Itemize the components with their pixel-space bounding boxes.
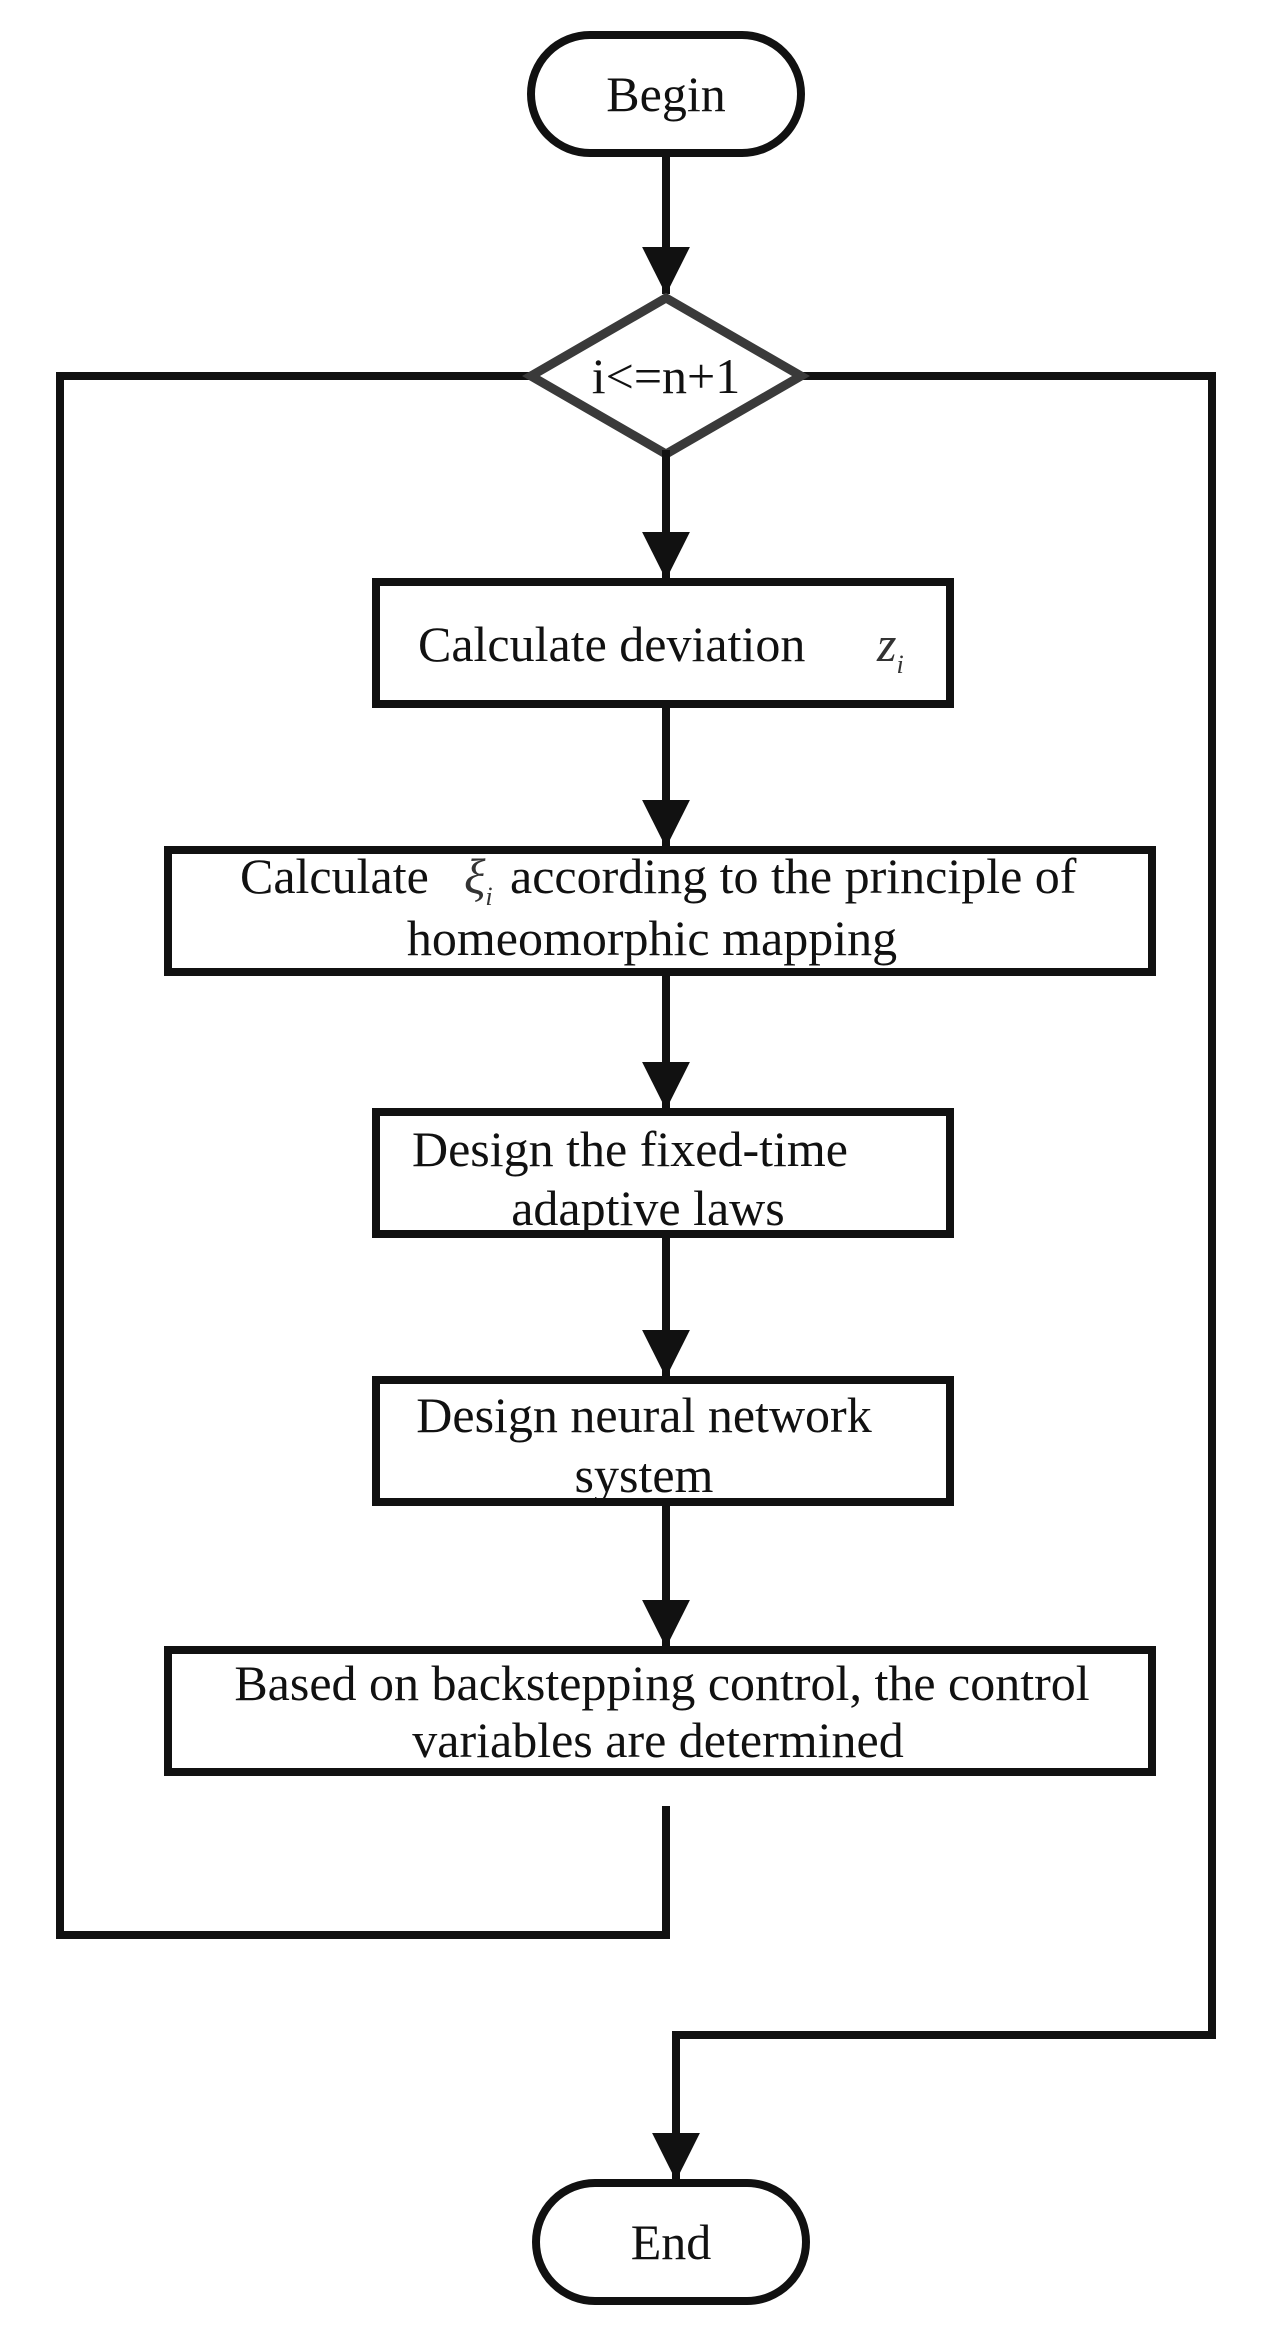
step2-line1-rest: according to the principle of <box>510 848 1077 904</box>
step4-line1: Design neural network <box>416 1387 871 1443</box>
step5-line2: variables are determined <box>412 1712 903 1768</box>
end-label: End <box>631 2214 712 2270</box>
loop-condition-label: i<=n+1 <box>592 348 741 404</box>
step2-line2: homeomorphic mapping <box>407 910 897 966</box>
step4-line2: system <box>575 1447 714 1503</box>
step3-line1: Design the fixed-time <box>412 1121 848 1177</box>
step-backstepping-control <box>164 1646 1156 1776</box>
step2-symbol: ξi <box>464 848 493 911</box>
step1-label: Calculate deviation <box>418 616 805 672</box>
step1-symbol: zi <box>876 616 904 679</box>
exit-line <box>652 372 1216 2181</box>
step5-line1: Based on backstepping control, the contr… <box>234 1655 1089 1711</box>
step-calculate-xi <box>164 846 1156 976</box>
step3-line2: adaptive laws <box>511 1180 785 1236</box>
step-design-adaptive-laws <box>372 1108 954 1238</box>
begin-label: Begin <box>606 66 725 122</box>
loop-return-line <box>56 372 670 1939</box>
end-terminator <box>532 2179 810 2305</box>
step-design-neural-network <box>372 1376 954 1506</box>
step2-line1-start: Calculate <box>240 848 429 904</box>
